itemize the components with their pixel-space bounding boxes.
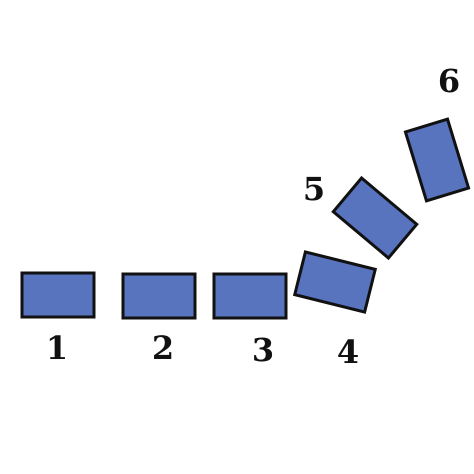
block-label-4: 4	[337, 333, 359, 371]
block-3	[212, 272, 288, 320]
block-label-2: 2	[152, 329, 174, 367]
block-5	[331, 175, 419, 261]
block-6	[403, 117, 471, 203]
block-label-6: 6	[438, 62, 460, 100]
block-4	[292, 250, 378, 314]
block-label-1: 1	[46, 329, 68, 367]
block-1	[20, 271, 96, 319]
block-2	[121, 272, 197, 320]
block-label-3: 3	[252, 331, 274, 369]
block-label-5: 5	[303, 170, 325, 208]
